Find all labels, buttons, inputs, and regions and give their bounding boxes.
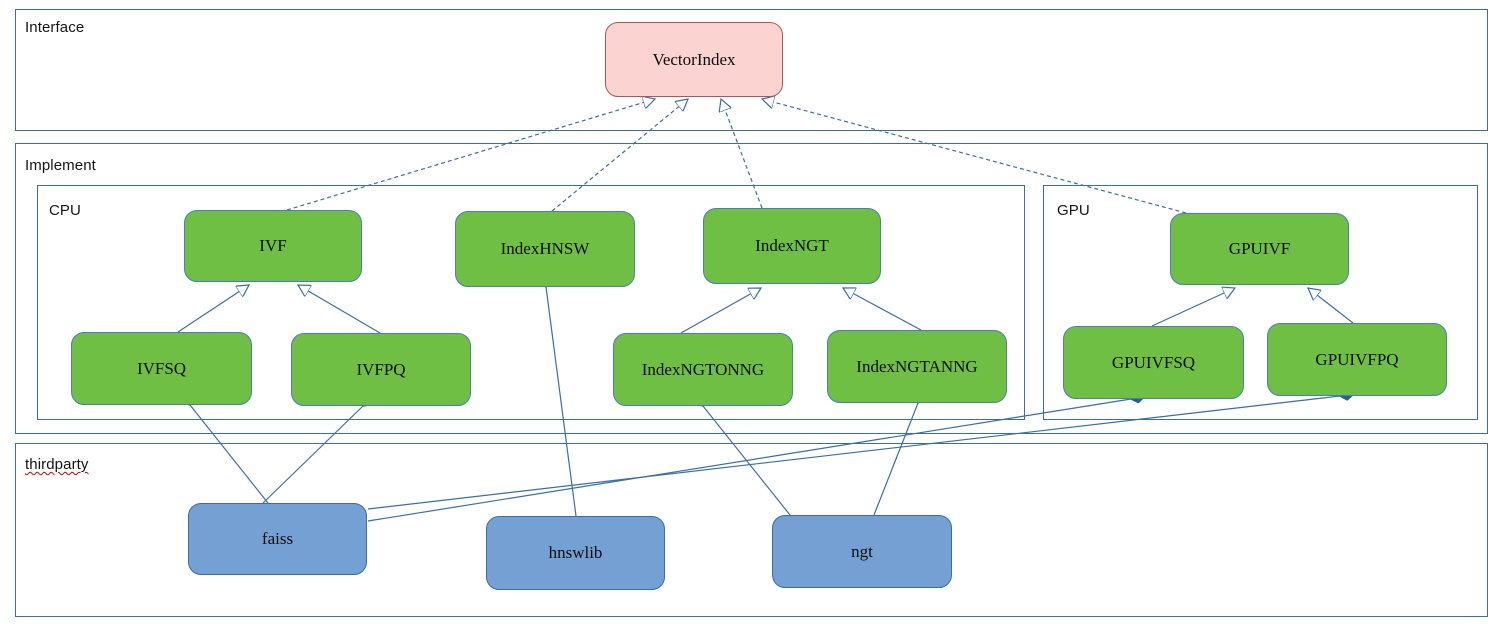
node-hnswlib[interactable]: hnswlib bbox=[486, 516, 665, 590]
node-vectorindex[interactable]: VectorIndex bbox=[605, 22, 783, 97]
container-label-implement: Implement bbox=[25, 157, 96, 174]
node-ivfsq[interactable]: IVFSQ bbox=[71, 332, 252, 405]
node-label-ivfpq: IVFPQ bbox=[356, 359, 406, 379]
node-label-indexngtanng: IndexNGTANNG bbox=[856, 356, 978, 376]
node-label-indexhnsw: IndexHNSW bbox=[500, 239, 590, 258]
node-ngt[interactable]: ngt bbox=[772, 515, 952, 588]
node-label-faiss: faiss bbox=[261, 529, 294, 548]
node-faiss[interactable]: faiss bbox=[188, 503, 367, 575]
node-ivfpq[interactable]: IVFPQ bbox=[291, 333, 471, 406]
node-indexhnsw[interactable]: IndexHNSW bbox=[455, 211, 635, 287]
node-label-indexngtonng: IndexNGTONNG bbox=[641, 359, 765, 379]
container-label-gpu: GPU bbox=[1057, 202, 1090, 219]
node-indexngtonng[interactable]: IndexNGTONNG bbox=[613, 333, 793, 406]
node-indexngt[interactable]: IndexNGT bbox=[703, 208, 881, 284]
node-label-indexngt: IndexNGT bbox=[755, 236, 829, 255]
container-label-interface: Interface bbox=[25, 19, 85, 36]
container-label-thirdparty: thirdparty bbox=[25, 456, 89, 473]
node-gpuivfsq[interactable]: GPUIVFSQ bbox=[1063, 326, 1244, 399]
node-label-vectorindex: VectorIndex bbox=[652, 49, 736, 69]
node-indexngtanng[interactable]: IndexNGTANNG bbox=[827, 330, 1007, 403]
container-label-cpu: CPU bbox=[49, 202, 81, 219]
node-gpuivfpq[interactable]: GPUIVFPQ bbox=[1267, 323, 1447, 396]
node-label-hnswlib: hnswlib bbox=[548, 543, 603, 562]
node-label-ivf: IVF bbox=[259, 236, 287, 255]
node-label-ngt: ngt bbox=[851, 541, 873, 561]
node-label-gpuivf: GPUIVF bbox=[1228, 239, 1291, 258]
node-label-ivfsq: IVFSQ bbox=[136, 358, 187, 378]
node-gpuivf[interactable]: GPUIVF bbox=[1170, 213, 1349, 285]
node-label-gpuivfpq: GPUIVFPQ bbox=[1315, 349, 1399, 369]
node-ivf[interactable]: IVF bbox=[184, 210, 362, 282]
node-label-gpuivfsq: GPUIVFSQ bbox=[1111, 352, 1196, 372]
